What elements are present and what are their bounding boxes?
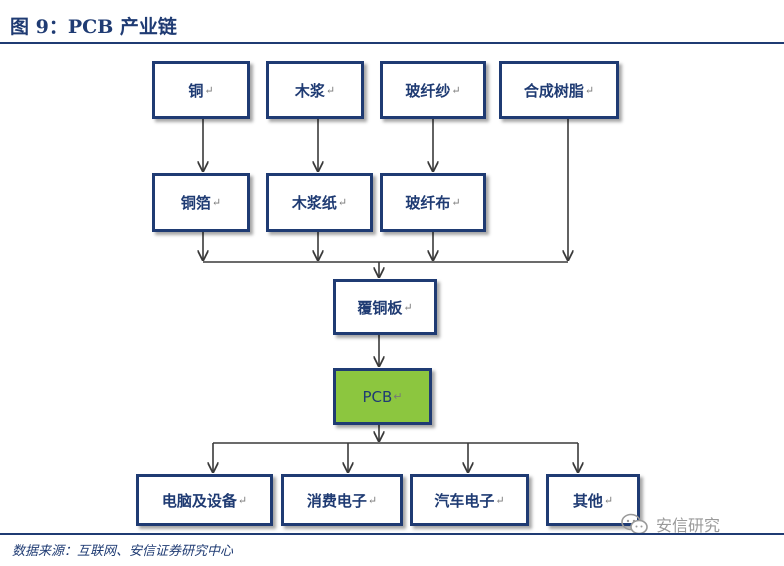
node-copper-foil: 铜箔↵ bbox=[152, 173, 250, 232]
node-consumer-electronics: 消费电子↵ bbox=[281, 474, 403, 526]
title-rule bbox=[0, 42, 784, 44]
return-mark: ↵ bbox=[204, 83, 214, 97]
source-rule bbox=[0, 533, 784, 535]
node-others: 其他↵ bbox=[546, 474, 640, 526]
return-mark: ↵ bbox=[603, 493, 614, 507]
node-pcb: PCB↵ bbox=[333, 368, 432, 425]
node-glass-fiber-cloth-label: 玻纤布 bbox=[405, 194, 451, 212]
return-mark: ↵ bbox=[451, 196, 461, 209]
return-mark: ↵ bbox=[325, 83, 336, 97]
return-mark: ↵ bbox=[367, 493, 378, 507]
node-wood-pulp-paper: 木浆纸↵ bbox=[266, 173, 373, 232]
node-computers-devices: 电脑及设备↵ bbox=[136, 474, 273, 526]
return-mark: ↵ bbox=[211, 196, 222, 209]
node-copper-clad-laminate: 覆铜板↵ bbox=[333, 279, 437, 335]
node-others-label: 其他 bbox=[572, 491, 603, 510]
node-copper-clad-laminate-label: 覆铜板 bbox=[357, 298, 403, 317]
node-glass-fiber-yarn: 玻纤纱↵ bbox=[380, 61, 486, 119]
watermark: 安信研究 bbox=[620, 512, 720, 536]
node-consumer-electronics-label: 消费电子 bbox=[306, 491, 367, 510]
node-glass-fiber-yarn-label: 玻纤纱 bbox=[405, 81, 451, 100]
node-copper: 铜↵ bbox=[152, 61, 250, 119]
node-computers-devices-label: 电脑及设备 bbox=[161, 491, 237, 510]
node-wood-pulp-paper-label: 木浆纸 bbox=[291, 194, 337, 212]
return-mark: ↵ bbox=[584, 83, 595, 97]
node-automotive-electronics-label: 汽车电子 bbox=[434, 491, 495, 510]
return-mark: ↵ bbox=[393, 390, 403, 403]
node-wood-pulp-label: 木浆 bbox=[294, 81, 325, 100]
node-synthetic-resin: 合成树脂↵ bbox=[499, 61, 619, 119]
watermark-text: 安信研究 bbox=[656, 516, 721, 535]
return-mark: ↵ bbox=[403, 300, 413, 314]
node-synthetic-resin-label: 合成树脂 bbox=[523, 81, 584, 100]
figure-title: 图 9：PCB 产业链 bbox=[10, 16, 177, 38]
return-mark: ↵ bbox=[451, 83, 461, 97]
node-wood-pulp: 木浆↵ bbox=[266, 61, 364, 119]
node-copper-foil-label: 铜箔 bbox=[180, 194, 211, 212]
return-mark: ↵ bbox=[237, 493, 248, 507]
return-mark: ↵ bbox=[495, 493, 505, 507]
return-mark: ↵ bbox=[337, 196, 348, 209]
node-automotive-electronics: 汽车电子↵ bbox=[410, 474, 529, 526]
node-copper-label: 铜 bbox=[188, 81, 204, 100]
node-glass-fiber-cloth: 玻纤布↵ bbox=[380, 173, 486, 232]
node-pcb-label: PCB bbox=[362, 387, 393, 406]
source-note: 数据来源：互联网、安信证券研究中心 bbox=[12, 544, 234, 559]
